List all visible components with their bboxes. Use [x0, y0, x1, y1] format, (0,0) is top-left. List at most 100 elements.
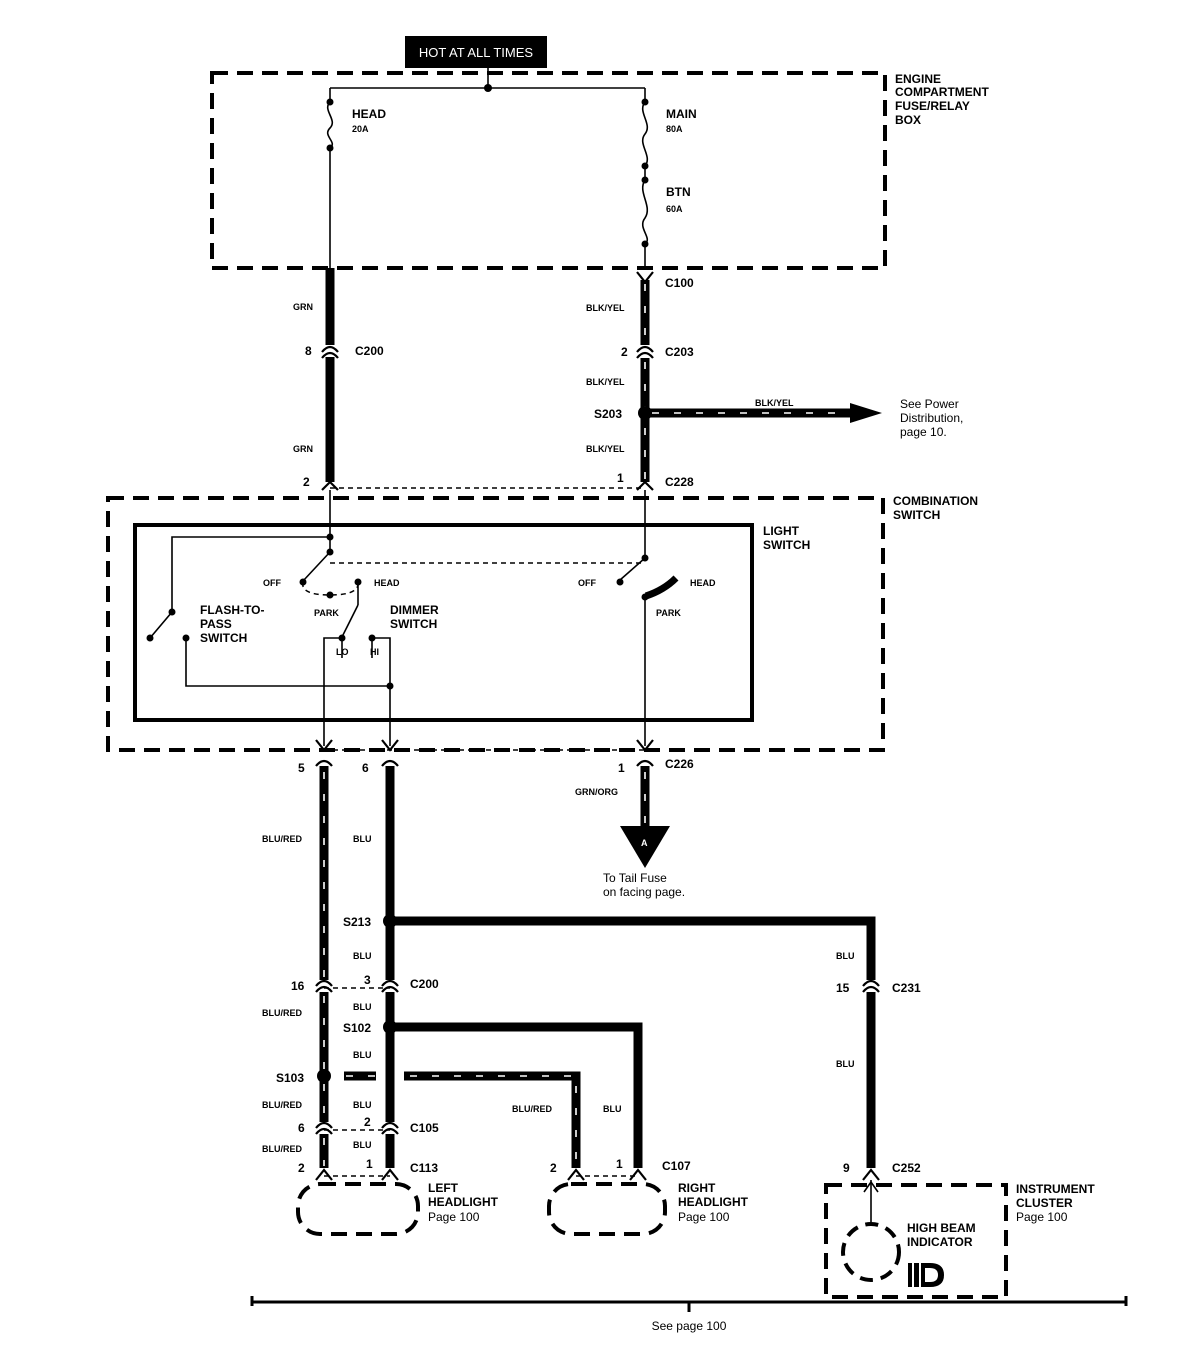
- hi-label: HI: [370, 647, 379, 657]
- blkyel-label-3: BLK/YEL: [586, 444, 625, 454]
- tail-fuse-note-2: on facing page.: [603, 885, 685, 899]
- c200-pin-16: 16: [291, 979, 305, 993]
- c231-label: C231: [892, 981, 921, 995]
- fuse-box-title-4: BOX: [895, 113, 921, 127]
- instrument-cluster-label-2: CLUSTER: [1016, 1196, 1073, 1210]
- c226-pin-5: 5: [298, 761, 305, 775]
- c107-pin-2: 2: [550, 1161, 557, 1175]
- left-off-label: OFF: [263, 578, 281, 588]
- light-switch-title-2: SWITCH: [763, 538, 810, 552]
- fuse-relay-box: ENGINE COMPARTMENT FUSE/RELAY BOX HEAD 2…: [210, 71, 989, 270]
- flash-label-3: SWITCH: [200, 631, 247, 645]
- right-headlight: RIGHT HEADLIGHT Page 100: [547, 1181, 749, 1236]
- blkyel-branch-label: BLK/YEL: [755, 398, 794, 408]
- head-fuse-name: HEAD: [352, 107, 386, 121]
- right-head-label: HEAD: [690, 578, 716, 588]
- c113-pin-2: 2: [298, 1161, 305, 1175]
- grnorg-wire: A GRN/ORG To Tail Fuse on facing page.: [575, 766, 685, 899]
- c113-pin-1: 1: [366, 1157, 373, 1171]
- left-headlight-label-2: HEADLIGHT: [428, 1195, 499, 1209]
- blu-label-s213: BLU: [353, 951, 372, 961]
- fuse-box-title-1: ENGINE: [895, 72, 941, 86]
- power-source: HOT AT ALL TIMES: [405, 36, 547, 92]
- instrument-cluster-outline: [824, 1183, 1008, 1299]
- c105-pin-6: 6: [298, 1121, 305, 1135]
- combination-switch-title-2: SWITCH: [893, 508, 940, 522]
- c107-label: C107: [662, 1159, 691, 1173]
- c228-connector: 2 1 C228: [303, 471, 694, 491]
- c107-pin-1: 1: [616, 1157, 623, 1171]
- light-switch-title-1: LIGHT: [763, 524, 800, 538]
- fuse-box-title-2: COMPARTMENT: [895, 85, 989, 99]
- main-fuse-rating: 80A: [666, 124, 683, 134]
- blu-label-s102: BLU: [353, 1050, 372, 1060]
- high-beam-label-2: INDICATOR: [907, 1235, 973, 1249]
- right-headlight-label-1: RIGHT: [678, 1181, 716, 1195]
- c228-label: C228: [665, 475, 694, 489]
- btn-fuse-rating: 60A: [666, 204, 683, 214]
- combination-switch: COMBINATION SWITCH LIGHT SWITCH FLASH-TO…: [106, 490, 978, 752]
- c231-pin: 15: [836, 981, 850, 995]
- blu-label-c231-top: BLU: [836, 951, 855, 961]
- c228-pin-left: 2: [303, 475, 310, 489]
- fuse-box-title-3: FUSE/RELAY: [895, 99, 970, 113]
- blured-label-1: BLU/RED: [262, 834, 302, 844]
- c226-label: C226: [665, 757, 694, 771]
- c105-pin-2: 2: [364, 1115, 371, 1129]
- tail-fuse-marker: A: [641, 838, 648, 848]
- c226-connector: 5 6 1 C226: [298, 739, 694, 775]
- dimmer-label-1: DIMMER: [390, 603, 439, 617]
- right-headlight-page: Page 100: [678, 1210, 730, 1224]
- c203-pin: 2: [621, 345, 628, 359]
- main-fuse-symbol: [641, 101, 649, 167]
- left-head-label: HEAD: [374, 578, 400, 588]
- high-beam-label-1: HIGH BEAM: [907, 1221, 976, 1235]
- blu-label-1: BLU: [353, 834, 372, 844]
- combination-switch-title-1: COMBINATION: [893, 494, 978, 508]
- main-fuse-name: MAIN: [666, 107, 697, 121]
- power-source-box: [405, 36, 547, 68]
- blured-label-3: BLU/RED: [262, 1100, 302, 1110]
- right-off-label: OFF: [578, 578, 596, 588]
- dimmer-label-2: SWITCH: [390, 617, 437, 631]
- power-dist-arrow: [850, 403, 882, 423]
- instrument-cluster-label-1: INSTRUMENT: [1016, 1182, 1095, 1196]
- left-headlight-outline: [296, 1182, 420, 1236]
- fuse-box-outline: [210, 71, 887, 270]
- grn-label-1: GRN: [293, 302, 313, 312]
- c113-label: C113: [410, 1161, 438, 1175]
- power-source-label: HOT AT ALL TIMES: [419, 45, 533, 60]
- tail-fuse-note-1: To Tail Fuse: [603, 871, 667, 885]
- blured-right-label: BLU/RED: [512, 1104, 552, 1114]
- grn-wire: GRN 8 C200 GRN: [293, 268, 384, 482]
- right-park-label: PARK: [656, 608, 681, 618]
- blured-label-2: BLU/RED: [262, 1008, 302, 1018]
- tail-fuse-arrow: [620, 826, 670, 868]
- head-fuse-rating: 20A: [352, 124, 369, 134]
- right-headlight-outline: [547, 1182, 667, 1236]
- left-headlight-label-1: LEFT: [428, 1181, 459, 1195]
- s213-label: S213: [343, 915, 371, 929]
- c105-label: C105: [410, 1121, 439, 1135]
- grnorg-label: GRN/ORG: [575, 787, 618, 797]
- s103-branch-wire: BLU/RED 2: [344, 1071, 638, 1181]
- left-headlight: LEFT HEADLIGHT Page 100: [296, 1181, 499, 1236]
- c226-pin-1: 1: [618, 761, 625, 775]
- c200-top-connector-female: [321, 345, 339, 353]
- s102-label: S102: [343, 1021, 371, 1035]
- instrument-cluster: INSTRUMENT CLUSTER Page 100 HIGH BEAM IN…: [824, 1180, 1095, 1299]
- left-park-label: PARK: [314, 608, 339, 618]
- light-switch-outline: [133, 523, 754, 722]
- btn-fuse-symbol: [641, 179, 649, 245]
- c228-pin-right: 1: [617, 471, 624, 485]
- s103-splice: [317, 1069, 331, 1083]
- s203-label: S203: [594, 407, 622, 421]
- c200-mid-label: C200: [410, 977, 439, 991]
- blu-label-c200: BLU: [353, 1002, 372, 1012]
- c200-top-connector-male: [321, 351, 339, 359]
- grn-label-2: GRN: [293, 444, 313, 454]
- blured-wire: BLU/RED 16 BLU/RED S103 BLU/RED 6 BLU/RE…: [262, 766, 333, 1181]
- blu-right-label: BLU: [603, 1104, 622, 1114]
- blkyel-wire: C100 BLK/YEL 2 C203 BLK/YEL S203 BLK/YEL…: [586, 271, 963, 482]
